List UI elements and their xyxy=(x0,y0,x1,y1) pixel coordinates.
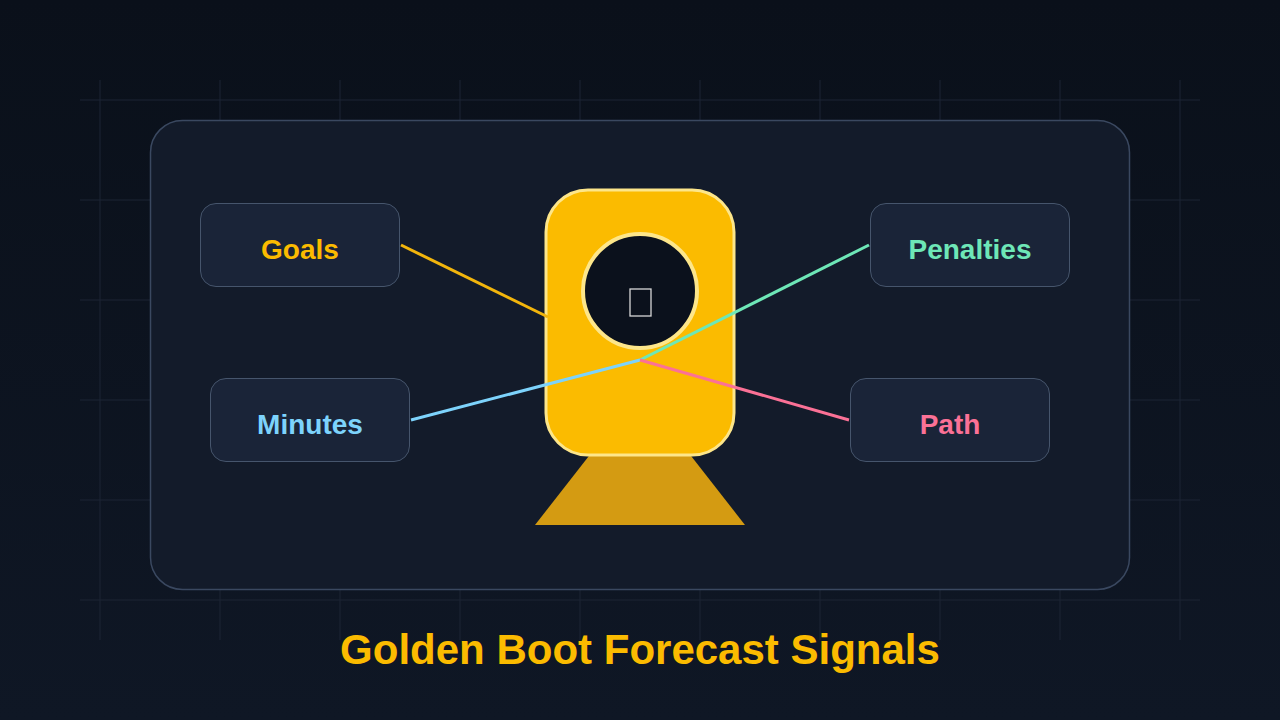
signal-box: Path xyxy=(850,378,1050,462)
signal-label: Minutes xyxy=(257,398,363,442)
trophy-base xyxy=(535,452,745,525)
signal-label: Goals xyxy=(261,223,339,267)
panel xyxy=(151,121,1130,590)
leader-line xyxy=(640,360,849,420)
diagram-title: Golden Boot Forecast Signals xyxy=(0,626,1280,674)
signal-box: Penalties xyxy=(870,203,1070,287)
leader-line xyxy=(640,245,869,360)
signal-label: Penalties xyxy=(909,223,1032,267)
signal-box: Minutes xyxy=(210,378,410,462)
leader-line xyxy=(401,245,548,317)
leader-line xyxy=(411,360,640,420)
trophy-lens xyxy=(583,234,697,348)
grid xyxy=(80,80,1200,640)
missing-glyph xyxy=(630,289,651,316)
signal-box: Goals xyxy=(200,203,400,287)
trophy-body xyxy=(546,190,734,455)
signal-label: Path xyxy=(920,398,981,442)
